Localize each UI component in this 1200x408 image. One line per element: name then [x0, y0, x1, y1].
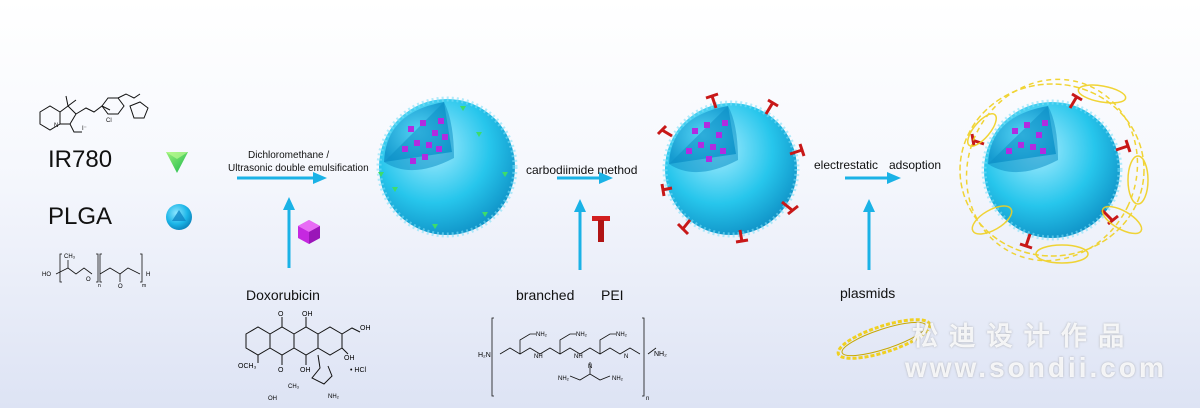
dox-me: CH₃	[288, 384, 300, 390]
plasmids-label: plasmids	[840, 285, 896, 301]
nanoparticle-pei	[656, 92, 806, 244]
dox-och3: OCH₃	[238, 363, 257, 370]
pei-word2: PEI	[601, 287, 624, 303]
pei-up-arrow	[574, 199, 586, 270]
pei-n-1: N	[624, 354, 628, 360]
plga-ho: HO	[42, 272, 51, 278]
pei-nh-1: NH	[534, 354, 543, 360]
plga-sphere-icon	[166, 204, 192, 230]
nanoparticle-plain	[376, 96, 518, 238]
dox-oh2: OH	[360, 325, 371, 332]
dox-oh4: OH	[300, 367, 311, 374]
plga-ch3: CH₃	[64, 254, 76, 260]
dox-o1: O	[278, 311, 284, 318]
watermark-url: www.sondii.com	[905, 352, 1167, 383]
step3-line1: electrestatic	[814, 158, 879, 172]
n-plus-label: N	[54, 123, 58, 129]
ir780-label: IR780	[48, 146, 113, 173]
step3-arrow	[845, 172, 901, 184]
chloro-label: Cl	[106, 118, 112, 124]
pei-structure: H₂N NH₂ NH₂ NH₂ NH NH N NH₂ N NH₂ NH₂ n	[478, 317, 667, 402]
plga-structure: HO CH₃ O O H n m	[42, 253, 150, 288]
plasmid-up-arrow	[863, 199, 875, 270]
dox-oh3: OH	[344, 355, 355, 362]
dox-nh2: NH₂	[328, 394, 340, 400]
pei-n-2: N	[588, 364, 592, 370]
plasmid-icon	[836, 318, 932, 360]
dox-up-arrow	[283, 197, 295, 268]
dox-oh1: OH	[302, 311, 313, 318]
pei-nh2-1: NH₂	[536, 332, 548, 338]
plga-n: n	[98, 283, 101, 288]
iodide-label: I⁻	[82, 126, 87, 132]
pei-nh2-2: NH₂	[576, 332, 588, 338]
plga-h: H	[146, 272, 150, 278]
dox-cube-icon	[298, 220, 320, 244]
pei-word1: branched	[516, 287, 575, 303]
dox-o2: O	[278, 367, 284, 374]
step2-label: carbodiimide method	[526, 163, 638, 177]
pei-nh2-end: NH₂	[654, 351, 667, 358]
dox-oh5: OH	[268, 396, 277, 402]
pei-t-icon	[592, 216, 610, 242]
pei-nh2-5: NH₂	[612, 376, 624, 382]
pei-h2n: H₂N	[478, 352, 491, 359]
pei-nh2-3: NH₂	[616, 332, 628, 338]
dox-hcl: • HCl	[350, 367, 367, 374]
ir780-structure: N I⁻ Cl	[39, 93, 149, 133]
plga-o1: O	[86, 277, 91, 283]
plga-label: PLGA	[48, 203, 113, 230]
step1-arrow	[237, 172, 327, 184]
step1-line1: Dichloromethane /	[248, 150, 330, 161]
pei-nh2-4: NH₂	[558, 376, 570, 382]
step1-line2: Ultrasonic double emulsification	[228, 163, 369, 174]
pei-sub-n: n	[646, 396, 649, 402]
step3-line2: adsoption	[889, 158, 942, 172]
dox-structure: O OH OH OH O OH OCH₃ • HCl CH₃ OH NH₂	[238, 311, 371, 402]
plga-m: m	[142, 283, 146, 288]
dox-label: Doxorubicin	[246, 287, 320, 303]
plga-o2: O	[118, 284, 123, 288]
nanoparticle-plasmid	[959, 78, 1149, 264]
pei-nh-2: NH	[574, 354, 583, 360]
ir780-triangle-icon	[166, 152, 188, 173]
step2-arrow	[557, 172, 613, 184]
watermark-cn: 松 迪 设 计 作 品	[912, 321, 1127, 351]
